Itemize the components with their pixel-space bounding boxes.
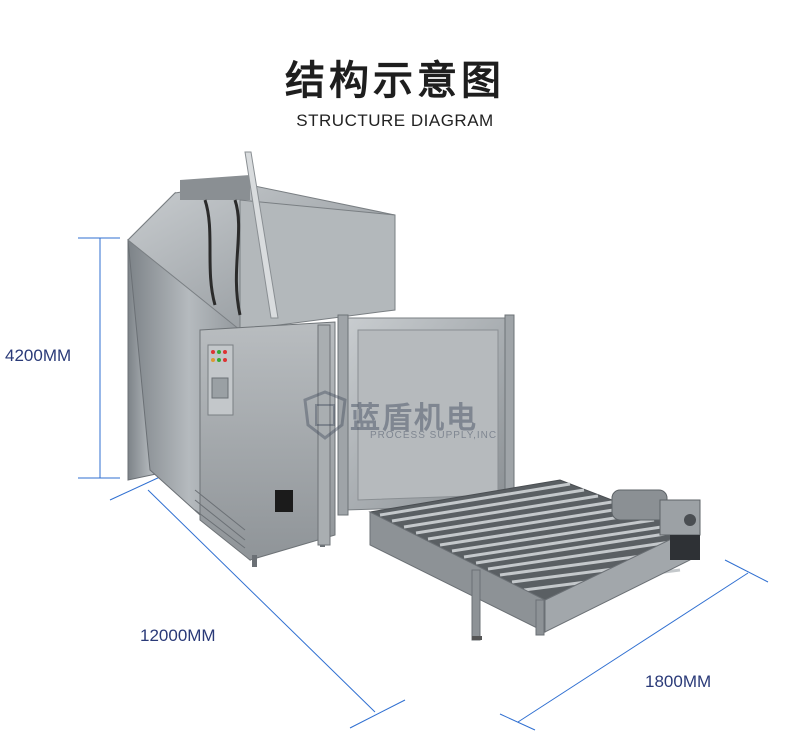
roller-conveyor [368, 479, 701, 641]
page-title: 结构示意图 [285, 58, 505, 104]
drive-motor [611, 489, 701, 560]
main-cabinet [127, 151, 396, 567]
length-dim-tick-bottom [349, 699, 406, 729]
height-dimension-label: 4200MM [5, 346, 72, 365]
width-dim-tick-left [499, 713, 536, 731]
width-dim-line [517, 572, 749, 723]
length-dimension-label: 12000MM [140, 626, 216, 645]
watermark-shield-icon [303, 390, 347, 440]
dimension-lines [78, 237, 769, 731]
length-dim-line [147, 489, 376, 713]
width-dimension-label: 1800MM [645, 672, 712, 691]
watermark-brand-en: PROCESS SUPPLY,INC [370, 430, 498, 441]
width-dim-tick-right [724, 559, 769, 583]
watermark-brand-cn: 蓝盾机电 [350, 401, 478, 436]
page-subtitle: STRUCTURE DIAGRAM [296, 111, 494, 130]
